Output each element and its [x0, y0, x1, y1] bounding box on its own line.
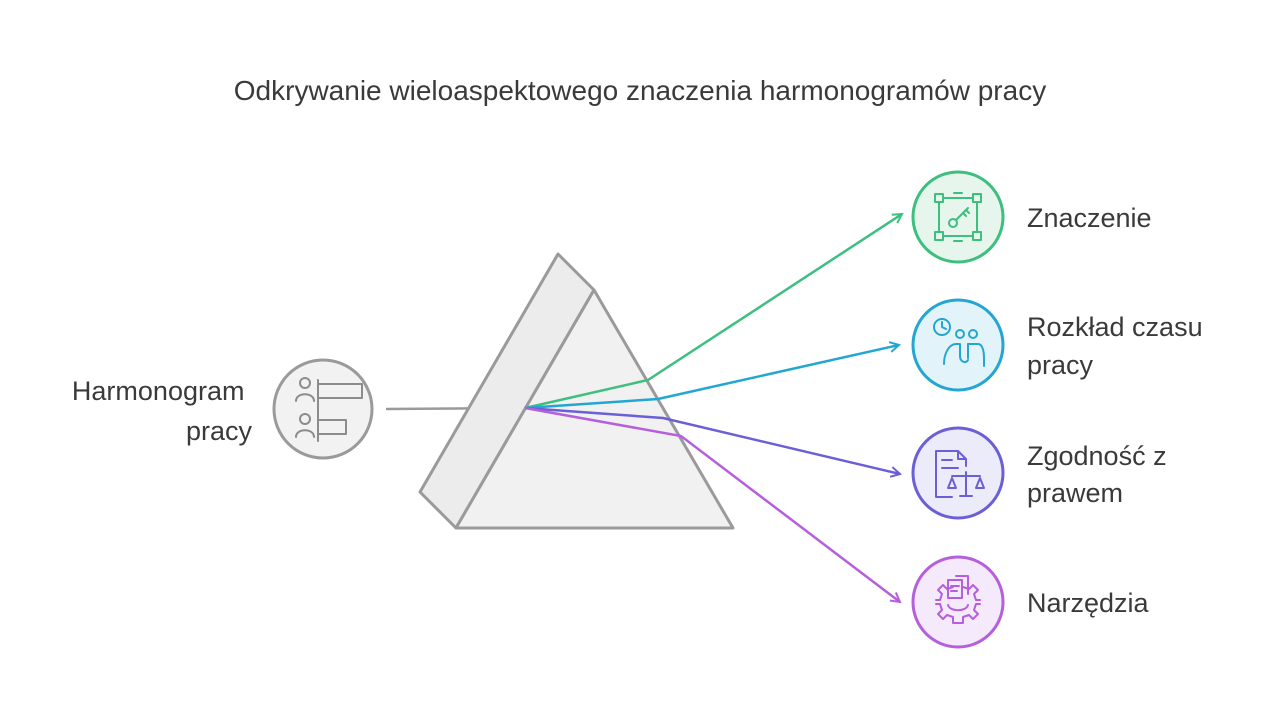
- prism: [418, 252, 735, 530]
- clock-people-icon: [933, 318, 985, 367]
- beam-rozklad-czasu: [524, 345, 899, 410]
- gear-docs-icon: [935, 575, 981, 624]
- source-label-line-2: pracy: [186, 416, 253, 446]
- source-node: [272, 358, 374, 460]
- source-label: Harmonogram pracy: [72, 376, 253, 446]
- key-frame-icon: [934, 192, 982, 242]
- output-node-znaczenie: Znaczenie: [911, 170, 1152, 264]
- beam-narzedzia: [524, 406, 900, 602]
- beam-zgodnosc: [524, 406, 900, 474]
- output-label-zgodnosc: Zgodność z prawem: [1027, 441, 1174, 508]
- output-node-rozklad-czasu: Rozkład czasu pracy: [911, 298, 1210, 392]
- diagram-title: Odkrywanie wieloaspektowego znaczenia ha…: [234, 75, 1046, 106]
- output-label-narzedzia: Narzędzia: [1027, 588, 1150, 618]
- output-node-zgodnosc: Zgodność z prawem: [911, 426, 1174, 520]
- output-label-znaczenie: Znaczenie: [1027, 203, 1152, 233]
- schedule-people-icon: [295, 377, 363, 442]
- output-label-rozklad-czasu: Rozkład czasu pracy: [1027, 312, 1210, 380]
- document-scales-icon: [935, 450, 985, 498]
- beam-znaczenie: [524, 214, 902, 410]
- source-label-line-1: Harmonogram: [72, 376, 245, 406]
- output-node-narzedzia: Narzędzia: [911, 555, 1150, 649]
